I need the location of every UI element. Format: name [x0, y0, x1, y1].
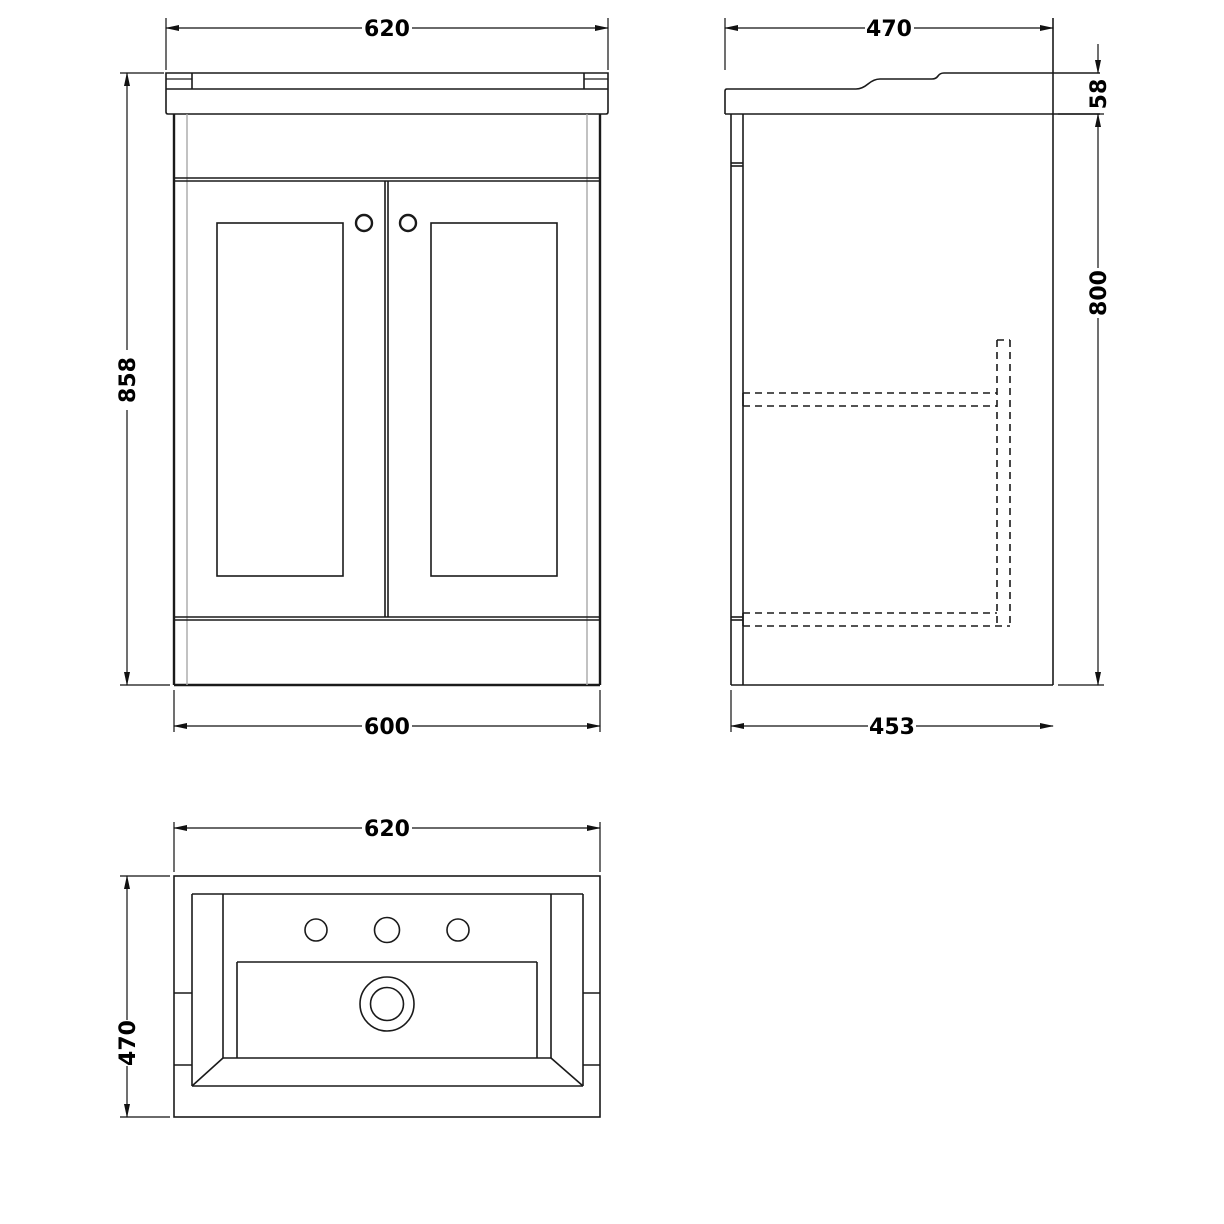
side-cabinet: [730, 18, 1054, 686]
front-top-width-dimension: 620: [165, 17, 609, 70]
tap-hole-left-icon: [304, 918, 328, 942]
tap-hole-center-icon: [373, 916, 401, 944]
side-bottom-depth-dimension: 453: [730, 690, 1054, 740]
front-cabinet: [172, 114, 602, 687]
plan-view: 620 470: [116, 817, 601, 1118]
side-cabinet-height-label: 800: [1087, 270, 1112, 316]
front-top-width-label: 620: [364, 17, 410, 42]
waste-outlet: [359, 976, 415, 1032]
tap-hole-right-icon: [446, 918, 470, 942]
waste-outlet-outer-icon: [359, 976, 415, 1032]
waste-outlet-inner-icon: [369, 986, 405, 1022]
plan-basin-bowl: [236, 961, 538, 1058]
tap-holes: [304, 916, 470, 944]
side-view: 470 453 58 800: [724, 17, 1112, 740]
plan-width-dimension: 620: [173, 817, 601, 872]
front-basin: [165, 72, 609, 115]
plan-outer-edge: [173, 875, 601, 1118]
side-top-depth-label: 470: [866, 17, 912, 42]
side-top-depth-dimension: 470: [724, 17, 1054, 70]
hidden-shelf-frame: [742, 339, 1011, 627]
plan-depth-dimension: 470: [116, 875, 170, 1118]
front-bottom-width-dimension: 600: [173, 690, 601, 740]
side-bottom-depth-label: 453: [869, 715, 915, 740]
plan-width-label: 620: [364, 817, 410, 842]
left-door: [216, 213, 374, 577]
front-height-label: 858: [116, 357, 141, 403]
side-basin-profile: [724, 72, 1100, 115]
front-height-dimension: 858: [116, 72, 170, 686]
right-door-knob-icon: [398, 213, 418, 233]
plan-basin-rim: [174, 893, 600, 1087]
left-door-panel: [216, 222, 344, 577]
front-bottom-width-label: 600: [364, 715, 410, 740]
right-door: [398, 213, 558, 577]
left-door-knob-icon: [354, 213, 374, 233]
side-basin-height-label: 58: [1087, 79, 1112, 110]
side-basin-height-dimension: 58: [1058, 44, 1112, 115]
side-cabinet-height-dimension: 800: [1058, 113, 1112, 686]
right-door-panel: [430, 222, 558, 577]
front-view: 620 600 858: [116, 17, 609, 740]
plan-depth-label: 470: [116, 1020, 141, 1066]
